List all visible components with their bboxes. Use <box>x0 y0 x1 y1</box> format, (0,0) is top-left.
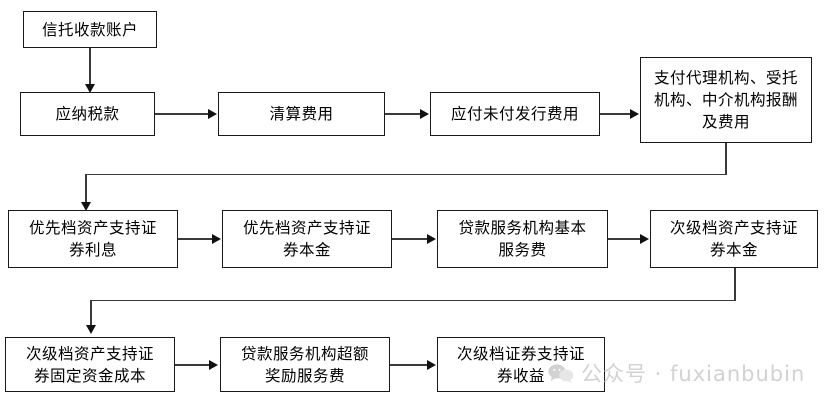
connector-n4-n5-segment-left <box>85 173 727 176</box>
connector-n8-n9-segment-drop <box>90 299 92 328</box>
node-label: 信托收款账户 <box>41 20 138 39</box>
watermark-text: 公众号 · fuxianbubin <box>581 362 806 386</box>
node-label-line-1: 次级档资产支持证 <box>25 344 154 363</box>
node-label-line-2: 券利息 <box>68 241 117 259</box>
node-label-line-1: 支付代理机构、受托 <box>653 69 798 87</box>
node-liquidation-fee[interactable]: 清算费用 <box>218 92 385 136</box>
arrowhead-n4-n5 <box>80 202 91 211</box>
connector-n3-n4 <box>600 113 631 115</box>
node-subordinated-abs-principal[interactable]: 次级档资产支持证 券本金 <box>650 210 818 268</box>
arrowhead-n2-n3 <box>420 108 429 119</box>
node-label-line-2: 券固定资金成本 <box>33 366 146 385</box>
node-label: 应付未付发行费用 <box>450 105 579 123</box>
node-loan-servicer-basic-fee[interactable]: 贷款服务机构基本 服务费 <box>437 210 608 268</box>
arrowhead-n8-n9 <box>85 325 96 334</box>
connector-n1-n2 <box>155 113 209 115</box>
node-label-line-1: 优先档资产支持证 <box>28 219 157 237</box>
node-loan-servicer-excess-incentive-fee[interactable]: 贷款服务机构超额 奖励服务费 <box>220 337 390 392</box>
node-label-line-2: 券本金 <box>282 241 331 259</box>
node-label-line-2: 券收益 <box>496 366 545 385</box>
arrowhead-n10-n11 <box>427 359 436 370</box>
node-agent-trustee-intermediary-fees[interactable]: 支付代理机构、受托 机构、中介机构报酬 及费用 <box>640 57 812 143</box>
arrowhead-n7-n8 <box>640 233 649 244</box>
node-label: 清算费用 <box>269 105 334 123</box>
node-subordinated-abs-return[interactable]: 次级档证券支持证 券收益 <box>437 337 605 392</box>
node-label-line-2: 券本金 <box>709 241 758 259</box>
arrowhead-n0-n1 <box>84 84 95 93</box>
arrowhead-n9-n10 <box>209 359 218 370</box>
arrowhead-n1-n2 <box>208 108 217 119</box>
arrowhead-n3-n4 <box>630 108 639 119</box>
node-label-line-2: 奖励服务费 <box>264 366 345 385</box>
connector-n5-n6 <box>178 238 213 240</box>
node-label-line-3: 及费用 <box>701 113 750 131</box>
node-label: 应纳税款 <box>55 105 120 123</box>
node-label-line-1: 贷款服务机构基本 <box>458 219 587 237</box>
node-trust-collection-account[interactable]: 信托收款账户 <box>23 11 157 48</box>
connector-n0-n1 <box>89 48 91 87</box>
node-subordinated-abs-fixed-funding-cost[interactable]: 次级档资产支持证 券固定资金成本 <box>5 337 175 392</box>
node-unpaid-issuance-fee[interactable]: 应付未付发行费用 <box>430 92 600 136</box>
node-label-line-1: 优先档资产支持证 <box>242 219 371 237</box>
connector-n6-n7 <box>392 238 428 240</box>
connector-n8-n9-segment-down <box>734 268 736 301</box>
node-label-line-1: 贷款服务机构超额 <box>240 344 369 363</box>
connector-n4-n5-segment-drop <box>85 173 87 205</box>
node-label-line-2: 机构、中介机构报酬 <box>653 91 798 109</box>
node-label-line-1: 次级档证券支持证 <box>456 344 585 363</box>
connector-n8-n9-segment-left <box>90 299 736 302</box>
connector-n10-n11 <box>390 364 428 366</box>
node-taxes-payable[interactable]: 应纳税款 <box>20 92 155 136</box>
arrowhead-n6-n7 <box>427 233 436 244</box>
arrowhead-n5-n6 <box>212 233 221 244</box>
node-label-line-2: 服务费 <box>498 241 547 259</box>
connector-n9-n10 <box>175 364 210 366</box>
node-senior-abs-interest[interactable]: 优先档资产支持证 券利息 <box>8 210 178 268</box>
connector-n7-n8 <box>608 238 641 240</box>
node-senior-abs-principal[interactable]: 优先档资产支持证 券本金 <box>222 210 392 268</box>
node-label-line-1: 次级档资产支持证 <box>669 219 798 237</box>
connector-n4-n5-segment-down <box>725 143 727 175</box>
connector-n2-n3 <box>385 113 421 115</box>
